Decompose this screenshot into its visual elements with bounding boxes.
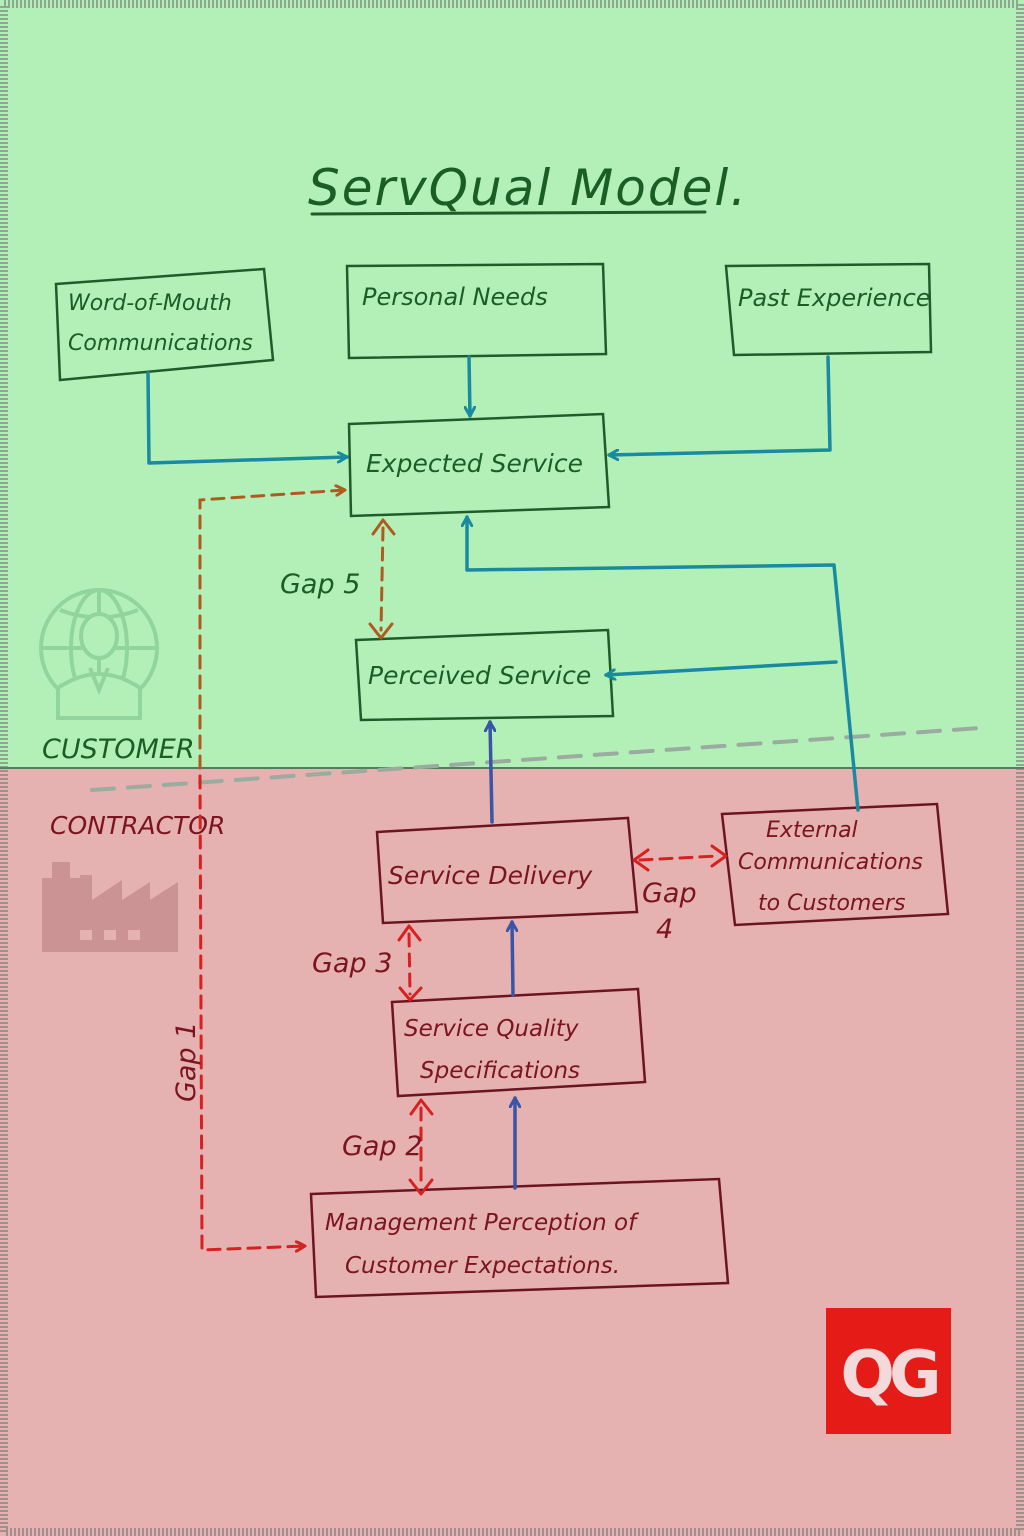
contractor-label: CONTRACTOR xyxy=(50,811,225,840)
external-comms-box xyxy=(720,802,950,927)
gap3-arrowhead-bottom xyxy=(398,986,423,1002)
external-comms-line-1: External xyxy=(766,818,858,843)
word-of-mouth-line-2: Communications xyxy=(68,331,253,356)
gap1-connector-bottom xyxy=(198,774,307,1250)
gap3-connector xyxy=(407,932,412,996)
gap4-arrowhead-left xyxy=(632,848,650,872)
qg-logo-background xyxy=(826,1308,951,1434)
past-experience-label: Past Experience xyxy=(738,284,931,312)
arrow-wom-to-expected xyxy=(146,371,349,465)
gap3-label: Gap 3 xyxy=(312,948,392,979)
personal-needs-box xyxy=(345,262,608,360)
service-delivery-label: Service Delivery xyxy=(388,861,593,890)
external-comms-label: External Communications to Customers xyxy=(738,818,930,916)
gap2-label: Gap 2 xyxy=(342,1131,422,1162)
perceived-service-box xyxy=(354,628,615,722)
title-underline xyxy=(310,210,707,216)
external-comms-line-3: to Customers xyxy=(758,891,905,916)
word-of-mouth-box xyxy=(54,267,275,382)
service-delivery-box xyxy=(375,816,639,925)
past-experience-box xyxy=(724,262,933,357)
arrow-needs-to-expected xyxy=(469,355,470,418)
expected-service-box xyxy=(347,412,611,518)
service-quality-specs-label: Service Quality Specifications xyxy=(404,1016,586,1084)
page-title: ServQual Model. xyxy=(308,159,748,217)
arrow-specs-to-delivery xyxy=(512,920,513,997)
globe-person-icon xyxy=(39,588,159,720)
word-of-mouth-line-1: Word-of-Mouth xyxy=(68,291,232,316)
factory-icon xyxy=(42,862,178,952)
management-perception-line-1: Management Perception of xyxy=(325,1210,639,1236)
gap5-arrowhead-bottom xyxy=(368,622,394,640)
service-quality-specs-box xyxy=(390,987,647,1098)
gap4-connector xyxy=(638,854,720,862)
expected-service-label: Expected Service xyxy=(366,449,583,478)
arrow-external-to-expected xyxy=(467,515,860,812)
gap4-label-line-1: Gap xyxy=(642,878,697,909)
gap3-arrowhead-top xyxy=(397,924,422,942)
management-perception-label: Management Perception of Customer Expect… xyxy=(325,1210,644,1279)
arrow-delivery-to-perceived xyxy=(490,720,492,824)
gap2-arrowhead-bottom xyxy=(408,1178,434,1196)
gap4-label-line-2: 4 xyxy=(656,914,673,945)
qg-logo-letters: QG xyxy=(841,1338,937,1412)
gap4-arrowhead-right xyxy=(710,844,728,868)
customer-label: CUSTOMER xyxy=(42,734,195,765)
external-comms-line-2: Communications xyxy=(738,850,923,875)
gap5-label: Gap 5 xyxy=(280,569,360,600)
gap5-connector xyxy=(379,526,385,632)
boundary-dashed-line xyxy=(90,726,982,792)
gap2-arrowhead-top xyxy=(409,1098,434,1116)
word-of-mouth-label: Word-of-Mouth Communications xyxy=(68,291,253,356)
arrow-external-to-perceived xyxy=(604,660,838,675)
customer-zone xyxy=(0,0,1024,768)
management-perception-box xyxy=(309,1177,730,1299)
perceived-service-label: Perceived Service xyxy=(368,661,591,690)
arrow-past-to-expected xyxy=(607,355,832,455)
gap1-label: Gap 1 xyxy=(171,1022,202,1102)
service-quality-specs-line-1: Service Quality xyxy=(404,1016,579,1042)
gap5-arrowhead-top xyxy=(371,518,396,536)
management-perception-line-2: Customer Expectations. xyxy=(345,1253,620,1279)
gap1-connector-top xyxy=(198,490,347,770)
service-quality-specs-line-2: Specifications xyxy=(420,1058,580,1084)
personal-needs-label: Personal Needs xyxy=(362,283,548,311)
qg-logo: QG xyxy=(826,1308,951,1434)
